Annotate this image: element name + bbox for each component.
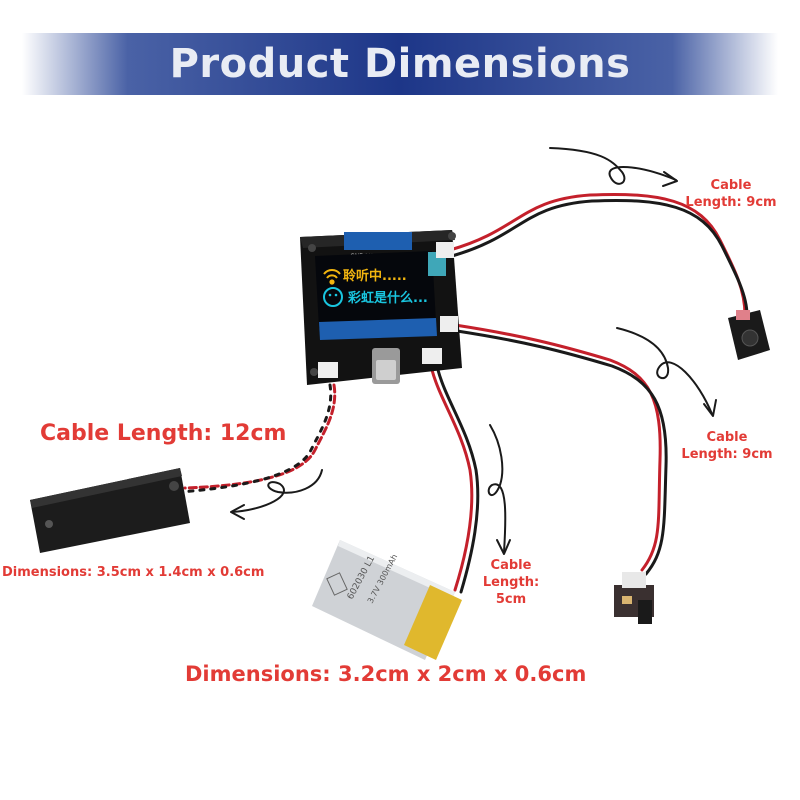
cable-label-line: Length: (482, 575, 540, 590)
cable-mid-right (453, 323, 668, 576)
connector-mid-right (440, 316, 458, 332)
page-title: Product Dimensions (169, 41, 631, 87)
cable-label-line: Cable (710, 178, 752, 193)
cable-label-line: Length: 9cm (681, 447, 773, 462)
oled-screen (315, 251, 436, 328)
face-icon (323, 287, 343, 307)
cable-label-line: 5cm (495, 592, 527, 607)
switch-module (614, 572, 654, 624)
battery-terminal-tape (404, 585, 462, 660)
cable-length-label-mid-right: Cable Length: 9cm (672, 429, 782, 463)
pcb-board: GND VCC SCL SDA 聆听中..... 彩虹是什么... (300, 230, 462, 385)
cable-length-label-battery: Cable Length: 5cm (466, 557, 556, 608)
speaker-dimensions-label: Dimensions: 3.5cm x 1.4cm x 0.6cm (2, 565, 265, 580)
cable-length-label-top-right: Cable Length: 9cm (676, 177, 786, 211)
arrow-top-right (549, 147, 678, 187)
cable-battery (430, 368, 480, 594)
cable-length-label-left: Cable Length: 12cm (40, 421, 287, 446)
cable-top-right (448, 192, 749, 317)
oled-header (344, 232, 412, 250)
lipo-battery: 602030 L1 3.7V 300mAh (312, 540, 462, 660)
screen-line-2: 彩虹是什么... (347, 290, 428, 306)
cable-label-line: Length: 9cm (685, 195, 777, 210)
connector-bottom (422, 348, 442, 364)
cable-label-line: Cable (706, 430, 748, 445)
connector-left (318, 362, 338, 378)
connector-top-right (436, 242, 454, 258)
arrow-battery-cable (487, 424, 511, 555)
arrow-speaker-cable (230, 469, 323, 520)
cable-label-line: Cable (490, 558, 532, 573)
cable-speaker (179, 383, 337, 494)
title-banner (22, 33, 778, 95)
battery-dimensions-label: Dimensions: 3.2cm x 2cm x 0.6cm (185, 662, 587, 686)
arrow-mid-right (616, 327, 717, 417)
speaker-box (30, 468, 190, 553)
button-module (728, 310, 770, 360)
wifi-icon (323, 269, 341, 285)
screen-line-1: 聆听中..... (343, 268, 407, 284)
